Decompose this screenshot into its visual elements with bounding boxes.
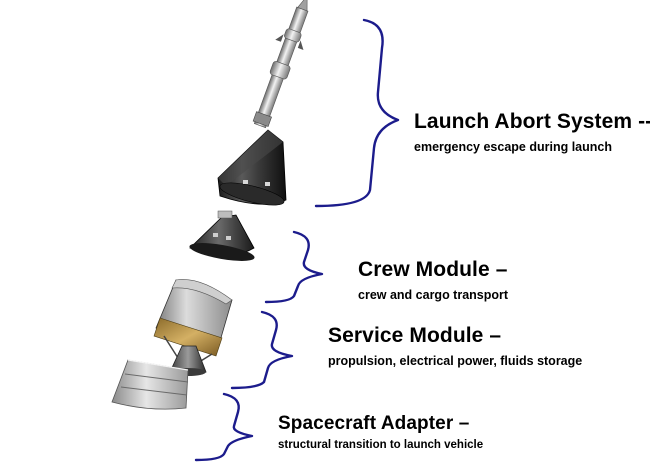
crew-module-description: crew and cargo transport — [358, 288, 509, 302]
crew-module-title: Crew Module – — [358, 258, 508, 281]
bracket-launch-abort-system — [314, 18, 400, 208]
spacecraft-adapter-title: Spacecraft Adapter – — [278, 413, 470, 434]
bracket-spacecraft-adapter — [194, 392, 254, 462]
spacecraft-adapter-description: structural transition to launch vehicle — [278, 439, 484, 451]
service-module-title: Service Module – — [328, 324, 502, 347]
launch-abort-system-title: Launch Abort System -- — [414, 110, 650, 133]
bracket-service-module — [230, 310, 294, 390]
service-module-label: Service Module – propulsion, electrical … — [328, 324, 582, 368]
crew-module-label: Crew Module – crew and cargo transport — [358, 258, 508, 302]
service-module-illustration — [153, 279, 233, 376]
launch-abort-system-illustration — [217, 0, 309, 206]
service-module-description: propulsion, electrical power, fluids sto… — [328, 354, 583, 368]
spacecraft-adapter-illustration — [111, 359, 189, 410]
launch-abort-system-label: Launch Abort System -- emergency escape … — [414, 110, 650, 154]
spacecraft-adapter-label: Spacecraft Adapter – structural transiti… — [278, 413, 483, 451]
launch-abort-system-description: emergency escape during launch — [414, 140, 612, 154]
crew-module-illustration — [189, 210, 255, 261]
bracket-crew-module — [264, 230, 324, 304]
